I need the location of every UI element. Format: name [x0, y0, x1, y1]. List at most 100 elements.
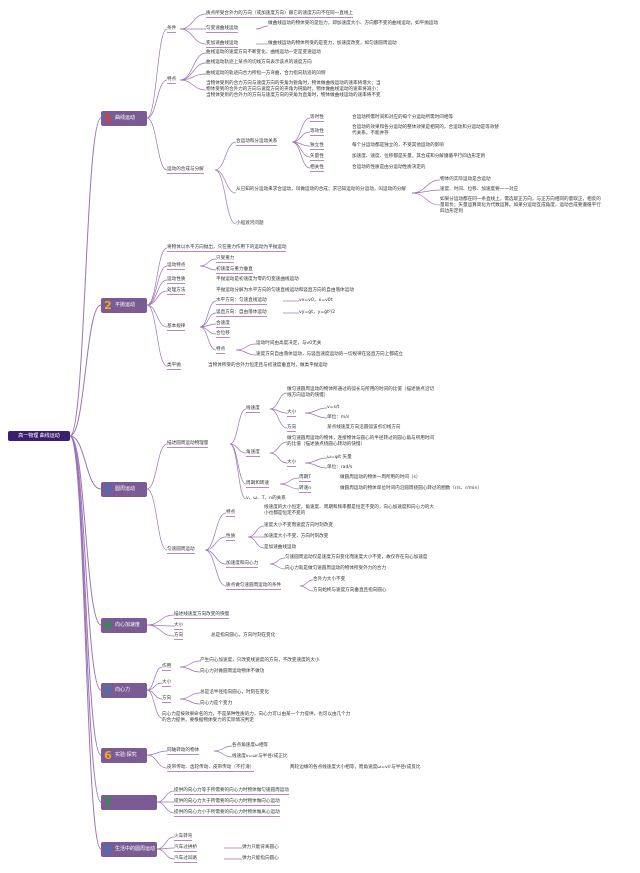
- c3-uni-a-link-2: [269, 563, 286, 570]
- c2-cls: 类平抛: [167, 363, 181, 370]
- root-link-8: [69, 435, 102, 850]
- c8-link-1: [156, 836, 175, 850]
- c5-dir-link-1: [179, 692, 201, 700]
- c7-a3: 提供的向心力小于所需要的向心力时物体做离心运动: [174, 810, 280, 817]
- c1-decomp-2: 速度、时间、位移、加速度要一一对应: [440, 187, 519, 192]
- c2-cls-a: 当物体所受的合外力恒定且与初速度垂直时，做类平抛运动: [208, 363, 328, 368]
- c1-feat-1: 曲线运动的速度方向不断变化，曲线运动一定是变速运动: [206, 50, 321, 55]
- c3-lv: 线速度: [246, 406, 260, 413]
- root-link-4: [69, 435, 102, 626]
- c6-a1-link-1: [213, 745, 233, 752]
- c3-pf-2a: 做圆周运动的物体单位时间内沿圆周绕圆心转过的圈数（r/s、r/min）: [340, 486, 482, 491]
- c3-desc-link-1: [229, 408, 247, 445]
- c6-a1a: 各点角速度ω相等: [232, 743, 269, 748]
- root-link-3: [69, 435, 102, 490]
- c2-branch-link-4: [146, 290, 168, 306]
- c2-law5-link-1: [235, 343, 257, 351]
- c2-branch-link-3: [146, 279, 168, 306]
- c3-uni-p-link-1: [247, 525, 265, 538]
- c1-decomp-link-2: [411, 189, 441, 194]
- c1-decomp-1: 物体的实际运动是合运动: [440, 177, 491, 182]
- c1-cond-2a: 做曲线运动的物体所受的是变力，加速度改变，如匀速圆周运动: [268, 41, 397, 46]
- chapter-1-title: 曲线运动: [115, 115, 136, 121]
- c1-feat-2: 曲线运动轨迹上某点的切线方向表示该点的速度方向: [206, 60, 312, 65]
- c3-uni-link-4: [204, 549, 227, 587]
- c7-a2: 提供的向心力大于所需要的向心力时物体做向心运动: [174, 799, 280, 806]
- c3-lv-link-1: [269, 392, 288, 410]
- c1-cond-link-1: [179, 13, 207, 30]
- c6-a1: 同轴转动的物体: [167, 748, 200, 755]
- c2-law-1a: vx=v0，x=v0t: [299, 298, 333, 303]
- c2-prop-link-2: [199, 265, 217, 271]
- c3-uni-c: 质点做匀速圆周运动的条件: [226, 583, 282, 590]
- c3-branch-link-2: [146, 488, 168, 551]
- c7-link-1: [156, 790, 175, 803]
- c1-comp-link-2: [214, 169, 237, 194]
- c3-pf-1: 周期T: [299, 475, 311, 482]
- c2-law: 基本规律: [167, 324, 186, 331]
- c1-cond-link-3: [179, 28, 207, 45]
- chapter-2-number: 2: [104, 299, 112, 312]
- c7-a1: 提供的向心力等于所需要的向心力时物体做匀速圆周运动: [174, 788, 289, 795]
- c1-decomp: 从已知的分运动来求合运动，叫做运动的合成；求已知运动的分运动，叫运动的分解: [236, 187, 406, 192]
- c3-av-size-link-1: [304, 457, 328, 464]
- c1-feat-link-2: [179, 62, 207, 81]
- root-topic[interactable]: 高一物理 曲线运动: [8, 431, 70, 441]
- c1-rel-link-5: [291, 141, 311, 169]
- c1-rel-link-1: [291, 117, 311, 143]
- c5-eff-1: 产生向心加速度，只改变线速度的方向，不改变速度的大小: [200, 658, 320, 663]
- c2-law-4: 合位移: [216, 331, 230, 338]
- c3-uni: 匀速圆周运动: [167, 547, 195, 554]
- c2-method: 处理方法: [167, 288, 186, 295]
- c2-nature-a: 平抛运动是初速度为零的匀变速曲线运动: [216, 277, 299, 282]
- c2-law-2a: vy=gt，y=gt²/2: [299, 310, 336, 315]
- c3-desc-link-4: [229, 443, 247, 500]
- c2-law-5b: 速度方向自由落体运动，与竖直速度运动的一切规律在竖直方向上都成立: [256, 352, 404, 357]
- c8-link-3: [156, 848, 175, 860]
- c2-law-5a: 运动时间由高度决定，与v0无关: [256, 341, 322, 346]
- c3-desc-link-3: [229, 443, 247, 485]
- c3-desc-link-2: [229, 443, 247, 454]
- c4-link-1: [146, 614, 175, 626]
- c3-av-1: 做匀速圆周运动的物体，连接物体与圆心的半径转过的圆心角与所用时间的比值（描述质点…: [287, 436, 435, 447]
- c1-cond-main: 质点所受合外力的方向（或加速度方向）跟它的速度方向不在同一直线上: [206, 11, 354, 18]
- c8-a2: 汽车过拱桥: [174, 845, 197, 852]
- c1-rel-link-2: [291, 131, 311, 143]
- c2-law-link-5: [199, 326, 217, 351]
- c1-comp-rel: 合运动和分运动关系: [236, 139, 278, 146]
- c3-uni-f1: 线速度的大小恒定，角速度、周期和频率都是恒定不变的，向心加速度和向心力的大小也都…: [264, 505, 434, 516]
- c3-pf-link-2: [279, 483, 300, 490]
- c3-lv-1: 做匀速圆周运动的物体所通过的弧长与所用的时间的比值（描述质点沿切线方向运动的快慢…: [287, 387, 435, 398]
- c3-lv-link-3: [269, 408, 288, 429]
- c1-cond: 条件: [167, 26, 177, 33]
- c3-uni-p3: 是加速曲线运动: [264, 545, 297, 550]
- c1-branch-link-2: [146, 79, 168, 119]
- c3-uni-c2: 方向始终与速度方向垂直且指向圆心: [313, 588, 387, 593]
- c3-av-link-2: [269, 452, 288, 464]
- c1-feat-link-4: [179, 79, 207, 91]
- c1-feat-link-1: [179, 52, 207, 81]
- c3-uni-link-2: [204, 536, 227, 551]
- c5-eff-link-1: [179, 660, 201, 668]
- c3-uni-link-1: [204, 512, 227, 551]
- c8-a3a: 弹力只能指向圆心: [242, 856, 279, 861]
- c3-lv-dir-a: 某点线速度方向沿圆弧该点切线方向: [327, 425, 401, 430]
- c3-av: 角速度: [246, 450, 260, 457]
- c3-lv-s1: v=s/t: [327, 405, 340, 410]
- c5-link-1: [146, 666, 163, 691]
- c1-branch-link-3: [146, 117, 168, 171]
- c6-a1b: 线速度v=ωr与半径r成正比: [232, 754, 288, 759]
- c1-rel-4: 矢量性: [310, 154, 324, 161]
- root-link-2: [69, 304, 102, 437]
- chapter-7-node[interactable]: 7向心运动和离心运动: [101, 795, 157, 823]
- c2-law-5: 特点: [216, 347, 226, 354]
- c5-dir-2: 向心力是个变力: [200, 701, 233, 706]
- c3-uni-c-link-1: [299, 579, 314, 587]
